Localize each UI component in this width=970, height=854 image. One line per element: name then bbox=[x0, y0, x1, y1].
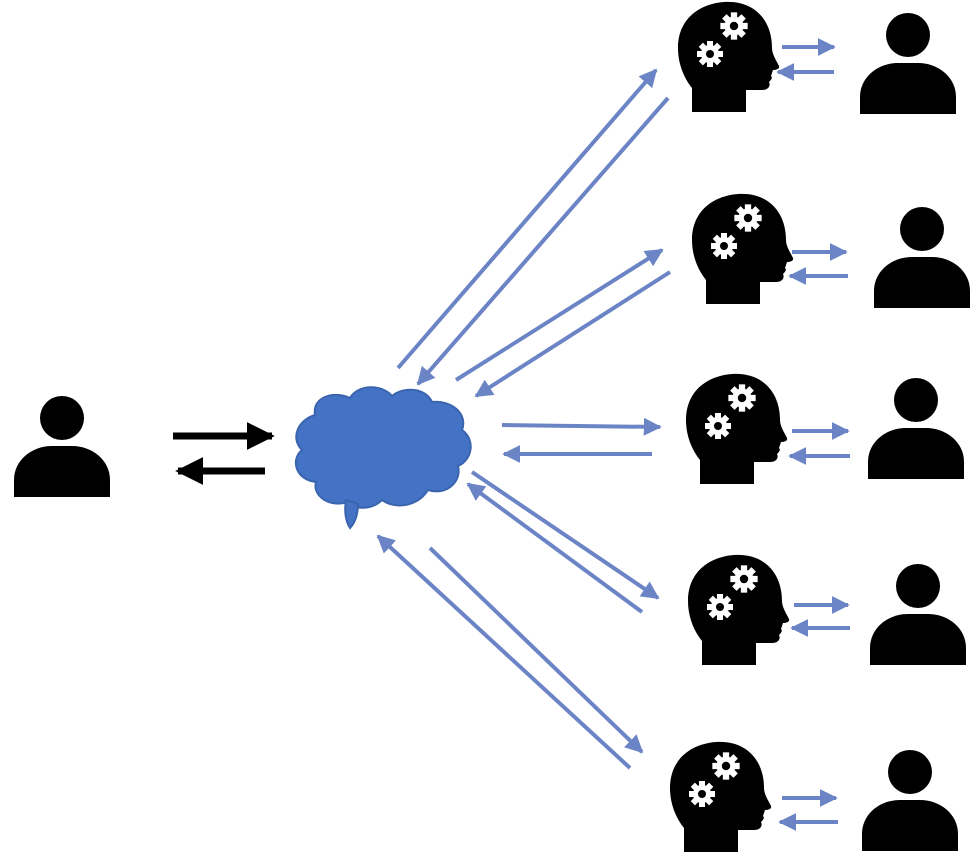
link-to-expert-1 bbox=[396, 68, 658, 370]
person-icon bbox=[868, 378, 964, 479]
link-to-expert-5 bbox=[428, 546, 644, 754]
link-from-expert-2 bbox=[474, 270, 672, 398]
user-node bbox=[14, 396, 110, 497]
branch-4 bbox=[688, 555, 966, 665]
user-cloud-arrows bbox=[173, 422, 275, 485]
link-from-expert-4 bbox=[466, 482, 644, 614]
head-gears-icon bbox=[692, 194, 793, 304]
branch-3 bbox=[686, 374, 964, 484]
link-from-expert-5 bbox=[376, 534, 632, 770]
link-to-expert-3 bbox=[501, 417, 662, 436]
person-icon bbox=[870, 564, 966, 665]
head-gears-icon bbox=[670, 742, 771, 852]
person-icon bbox=[874, 207, 970, 308]
branch-5 bbox=[670, 742, 958, 852]
person-icon bbox=[862, 750, 958, 851]
branch-2 bbox=[692, 194, 970, 308]
head-gears-icon bbox=[686, 374, 787, 484]
cloud-node bbox=[294, 386, 472, 530]
person-icon bbox=[14, 396, 110, 497]
link-to-expert-4 bbox=[470, 470, 660, 600]
cloud-expert-links bbox=[376, 68, 672, 770]
link-from-expert-1 bbox=[416, 96, 670, 386]
cloud-icon bbox=[294, 386, 472, 530]
head-gears-icon bbox=[688, 555, 789, 665]
branch-1 bbox=[678, 2, 956, 114]
link-to-expert-2 bbox=[454, 248, 664, 382]
person-icon bbox=[860, 13, 956, 114]
head-gears-icon bbox=[678, 2, 779, 112]
